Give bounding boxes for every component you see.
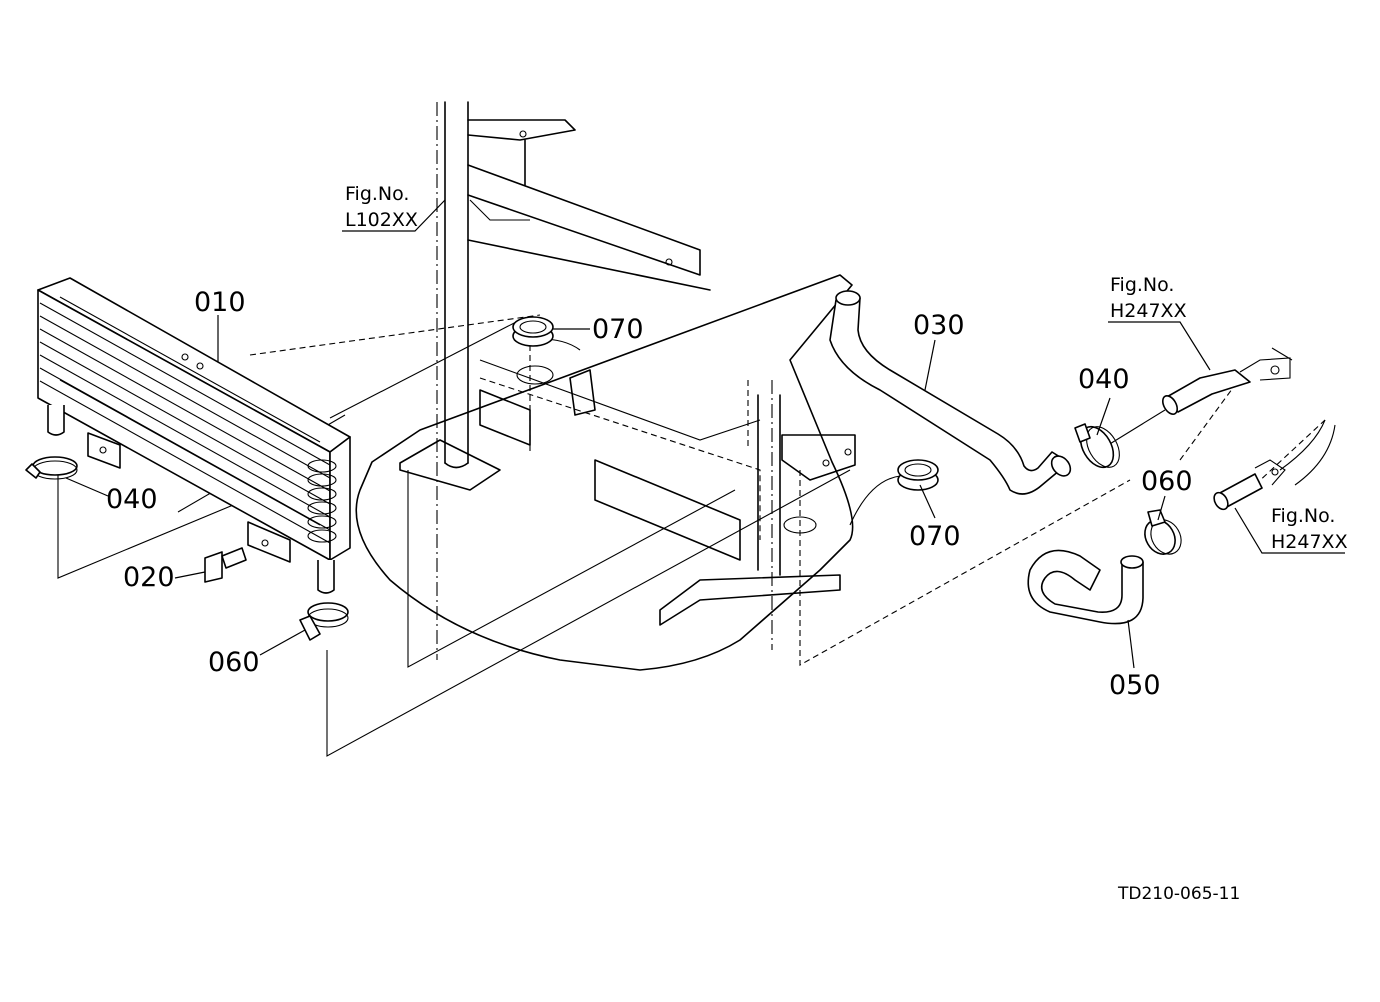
hose-clamp-060-left <box>299 602 349 641</box>
fig-ref-lower-right-line2: H247XX <box>1271 531 1348 553</box>
label-070-mid: 070 <box>909 521 961 552</box>
label-010: 010 <box>194 287 246 318</box>
hose-050 <box>1027 549 1144 625</box>
cooler-end-coils <box>307 459 337 543</box>
label-020: 020 <box>123 562 175 593</box>
label-060-right: 060 <box>1141 466 1193 497</box>
hose-030 <box>829 290 1072 495</box>
frame-assembly <box>444 101 856 576</box>
floor-plate <box>355 274 854 671</box>
fig-ref-upper-right-line2: H247XX <box>1110 300 1187 322</box>
bolt-020 <box>204 547 247 583</box>
grommet-070-top <box>512 316 554 347</box>
fig-ref-upper-right-line1: Fig.No. <box>1110 274 1174 296</box>
fig-ref-left-line1: Fig.No. <box>345 183 409 205</box>
drawing-id: TD210-065-11 <box>1117 884 1240 904</box>
cooler-fins <box>39 296 331 544</box>
hose-clamp-040-left <box>25 456 78 480</box>
assembly-center-lines <box>249 102 1326 666</box>
hose-clamp-040-right <box>1074 423 1120 469</box>
label-060-left: 060 <box>208 647 260 678</box>
label-040-right: 040 <box>1078 364 1130 395</box>
label-050: 050 <box>1109 670 1161 701</box>
label-030: 030 <box>913 310 965 341</box>
hose-clamp-060-right <box>1144 509 1182 555</box>
label-070-top: 070 <box>592 314 644 345</box>
figure-reference-left: Fig.No. L102XX <box>345 183 418 231</box>
oil-cooler <box>37 277 351 594</box>
fig-ref-left-line2: L102XX <box>345 209 418 231</box>
grommet-070-mid <box>897 459 939 491</box>
pipe-lower-right <box>1213 419 1336 511</box>
fig-ref-lower-right-line1: Fig.No. <box>1271 505 1335 527</box>
figure-reference-upper-right: Fig.No. H247XX <box>1110 274 1187 322</box>
pipe-upper-right <box>1161 347 1293 415</box>
figure-reference-lower-right: Fig.No. H247XX <box>1271 505 1348 553</box>
label-040-left: 040 <box>106 484 158 515</box>
leader-lines <box>65 199 1345 669</box>
